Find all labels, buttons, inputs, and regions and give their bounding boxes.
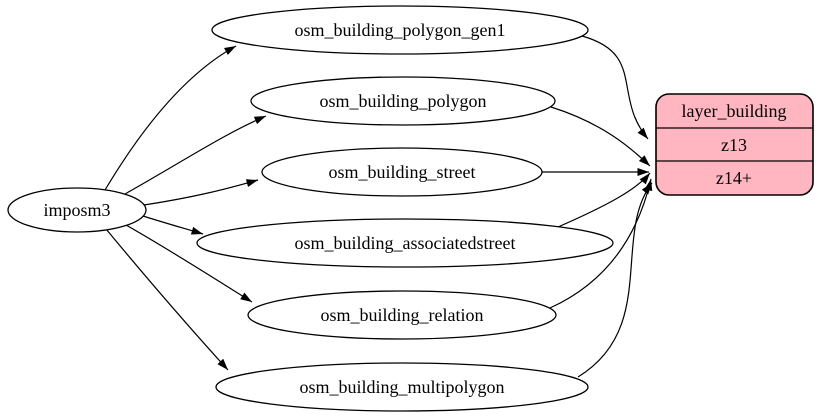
edge-polygon-to-z14 xyxy=(550,106,651,167)
edge-multipolygon-to-z14 xyxy=(577,182,653,378)
associatedstreet-ellipse xyxy=(196,218,614,268)
edge-relation-to-z14 xyxy=(549,178,653,309)
imposm3-label: imposm3 xyxy=(43,200,110,220)
node-layer-building: layer_building z13 z14+ xyxy=(655,93,814,196)
node-osm-building-polygon-gen1: osm_building_polygon_gen1 xyxy=(211,5,589,55)
layer-building-title: layer_building xyxy=(682,101,787,121)
node-osm-building-multipolygon: osm_building_multipolygon xyxy=(215,362,589,412)
polygon-gen1-label: osm_building_polygon_gen1 xyxy=(295,20,506,40)
relation-label: osm_building_relation xyxy=(321,305,484,325)
street-label: osm_building_street xyxy=(329,162,476,182)
edge-imposm3-to-polygon xyxy=(124,115,267,195)
node-osm-building-polygon: osm_building_polygon xyxy=(250,76,556,126)
edge-group xyxy=(104,35,653,378)
multipolygon-ellipse xyxy=(215,362,589,412)
polygon-gen1-ellipse xyxy=(211,5,589,55)
node-osm-building-relation: osm_building_relation xyxy=(247,290,557,340)
node-imposm3: imposm3 xyxy=(7,187,147,233)
multipolygon-label: osm_building_multipolygon xyxy=(299,377,504,397)
associatedstreet-label: osm_building_associatedstreet xyxy=(295,233,516,253)
imposm3-ellipse xyxy=(7,187,147,233)
edge-imposm3-to-street xyxy=(143,179,259,206)
polygon-ellipse xyxy=(250,76,556,126)
node-osm-building-associatedstreet: osm_building_associatedstreet xyxy=(196,218,614,268)
layer-building-box xyxy=(655,93,814,196)
edge-imposm3-to-multipolygon xyxy=(105,228,229,371)
edge-imposm3-to-polygon-gen1 xyxy=(104,45,237,191)
node-osm-building-street: osm_building_street xyxy=(261,147,543,197)
layer-building-row-z13: z13 xyxy=(721,135,747,155)
edge-associatedstreet-to-z14 xyxy=(557,172,651,228)
polygon-label: osm_building_polygon xyxy=(319,91,486,111)
relation-ellipse xyxy=(247,290,557,340)
edge-imposm3-to-associatedstreet xyxy=(142,215,204,235)
layer-building-row-z14: z14+ xyxy=(716,168,752,188)
edge-imposm3-to-relation xyxy=(125,224,253,303)
edge-polygon-gen1-to-z13 xyxy=(581,35,649,140)
street-ellipse xyxy=(261,147,543,197)
